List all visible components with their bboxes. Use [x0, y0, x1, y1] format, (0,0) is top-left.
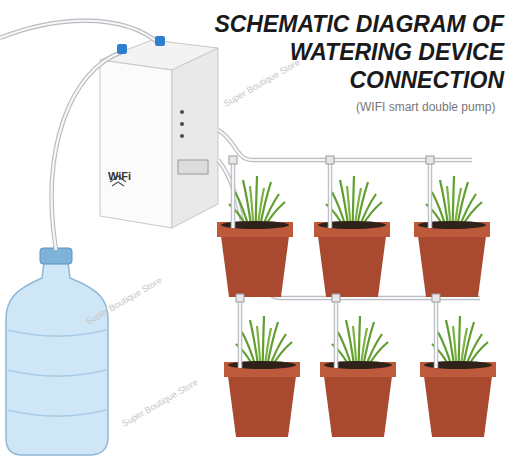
- title: SCHEMATIC DIAGRAM OF WATERING DEVICE CON…: [172, 10, 504, 94]
- drip-stake: [329, 160, 331, 228]
- pot-rim: [320, 362, 396, 377]
- tee-connector: [332, 294, 340, 302]
- tee-connector: [229, 156, 237, 164]
- plant-pot: [414, 176, 490, 297]
- pump-nozzle: [155, 36, 165, 46]
- pot-body: [318, 236, 386, 297]
- status-led: [180, 110, 184, 114]
- plant-pot: [314, 176, 390, 297]
- plant-pot: [224, 316, 300, 437]
- drip-stake-outline: [334, 298, 339, 368]
- pot-body: [418, 236, 486, 297]
- plant-pot: [420, 316, 496, 437]
- drip-stake: [429, 160, 431, 228]
- device-face: WiFi: [104, 150, 168, 210]
- grass-blade: [353, 176, 354, 228]
- device-side: [172, 48, 218, 228]
- tee-connector: [432, 294, 440, 302]
- plant-pot: [217, 176, 293, 297]
- pot-body: [228, 376, 296, 437]
- pot-rim: [420, 362, 496, 377]
- drip-stake: [232, 160, 234, 228]
- drip-stake: [435, 298, 437, 368]
- device-label: WiFi: [108, 170, 164, 182]
- grass-blade: [359, 316, 360, 368]
- drip-stake-outline: [434, 298, 439, 368]
- bottle-rib: [8, 410, 106, 416]
- device-front: [100, 60, 172, 228]
- drip-stake-outline: [231, 160, 236, 228]
- drip-stake-outline: [328, 160, 333, 228]
- spare-tube-outline: [0, 21, 160, 44]
- inlet-tube: [52, 52, 122, 250]
- pump-nozzle: [117, 44, 127, 54]
- plant-pot: [320, 316, 396, 437]
- grass-blade: [263, 316, 264, 368]
- subtitle: (WIFI smart double pump): [356, 100, 495, 114]
- tee-connector: [426, 156, 434, 164]
- pump-device: [100, 40, 218, 228]
- bottle-rib: [8, 330, 106, 336]
- spare-tube: [0, 21, 160, 44]
- watermark: Super Boutique Store: [222, 57, 302, 109]
- tee-connector: [326, 156, 334, 164]
- pot-body: [324, 376, 392, 437]
- drip-stake-outline: [428, 160, 433, 228]
- grass-blade: [459, 316, 460, 368]
- bottle-cap: [40, 248, 72, 264]
- tee-connector: [236, 294, 244, 302]
- pot-rim: [414, 222, 490, 237]
- inlet-tube-outline: [52, 52, 122, 250]
- pot-rim: [217, 222, 293, 237]
- grass-blade: [453, 176, 454, 228]
- grass-blade: [256, 176, 257, 228]
- bottle-rib: [8, 370, 106, 376]
- water-bottle: [6, 248, 108, 455]
- drip-stake: [335, 298, 337, 368]
- drip-stake: [239, 298, 241, 368]
- pot-rim: [314, 222, 390, 237]
- bottle-body: [6, 262, 108, 455]
- drip-stake-outline: [238, 298, 243, 368]
- button-panel: [178, 160, 208, 174]
- pot-body: [424, 376, 492, 437]
- watermark: Super Boutique Store: [120, 377, 200, 429]
- pot-body: [221, 236, 289, 297]
- status-led: [180, 134, 184, 138]
- status-led: [180, 122, 184, 126]
- pot-rim: [224, 362, 300, 377]
